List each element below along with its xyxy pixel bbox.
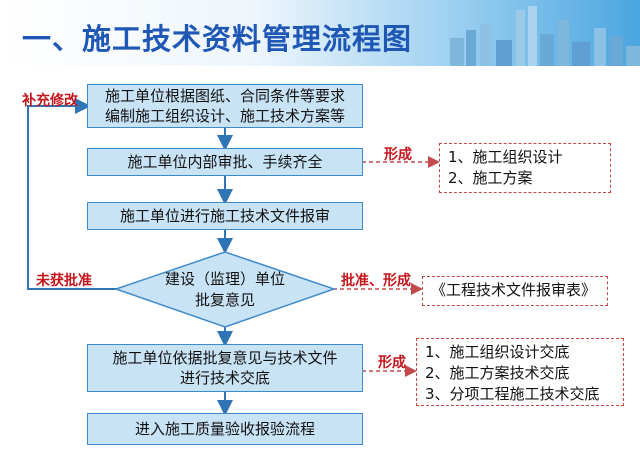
note-line: 3、分项工程施工技术交底	[425, 385, 600, 403]
output-note-briefings: 1、施工组织设计交底 2、施工方案技术交底 3、分项工程施工技术交底	[416, 338, 624, 406]
step-technical-briefing: 施工单位依据批复意见与技术文件 进行技术交底	[87, 344, 363, 392]
step-internal-approval: 施工单位内部审批、手续齐全	[87, 148, 363, 176]
step-quality-acceptance: 进入施工质量验收报验流程	[87, 413, 363, 445]
decision-line: 批复意见	[194, 291, 255, 309]
step-submit-review: 施工单位进行施工技术文件报审	[87, 202, 363, 230]
header-banner: 一、施工技术资料管理流程图	[0, 0, 640, 66]
step-compile-plan: 施工单位根据图纸、合同条件等要求 编制施工组织设计、施工技术方案等	[87, 84, 363, 128]
step-line: 施工单位内部审批、手续齐全	[127, 153, 323, 171]
step-line: 编制施工组织设计、施工技术方案等	[104, 107, 345, 125]
decision-text: 建设（监理）单位 批复意见	[150, 269, 300, 311]
decision-line: 建设（监理）单位	[164, 270, 285, 288]
label-not-approved: 未获批准	[36, 273, 92, 289]
step-line: 施工单位依据批复意见与技术文件	[112, 349, 338, 367]
decision-diamond	[113, 251, 337, 328]
city-skyline-image	[450, 6, 640, 66]
output-note-report-form: 《工程技术文件报审表》	[422, 276, 608, 306]
step-line: 进行技术交底	[179, 369, 270, 387]
note-line: 1、施工组织设计交底	[425, 343, 570, 361]
label-form-1: 形成	[384, 147, 412, 163]
note-line: 2、施工方案	[448, 169, 533, 187]
label-form-2: 形成	[378, 355, 406, 371]
step-line: 施工单位根据图纸、合同条件等要求	[104, 87, 345, 105]
page-title: 一、施工技术资料管理流程图	[22, 22, 413, 56]
output-note-plans: 1、施工组织设计 2、施工方案	[439, 143, 611, 193]
step-line: 进入施工质量验收报验流程	[134, 420, 315, 438]
note-line: 1、施工组织设计	[448, 148, 563, 166]
label-revise: 补充修改	[22, 93, 78, 109]
step-line: 施工单位进行施工技术文件报审	[119, 207, 330, 225]
note-line: 2、施工方案技术交底	[425, 364, 570, 382]
note-line: 《工程技术文件报审表》	[431, 281, 597, 299]
label-approve-form: 批准、形成	[341, 273, 411, 289]
